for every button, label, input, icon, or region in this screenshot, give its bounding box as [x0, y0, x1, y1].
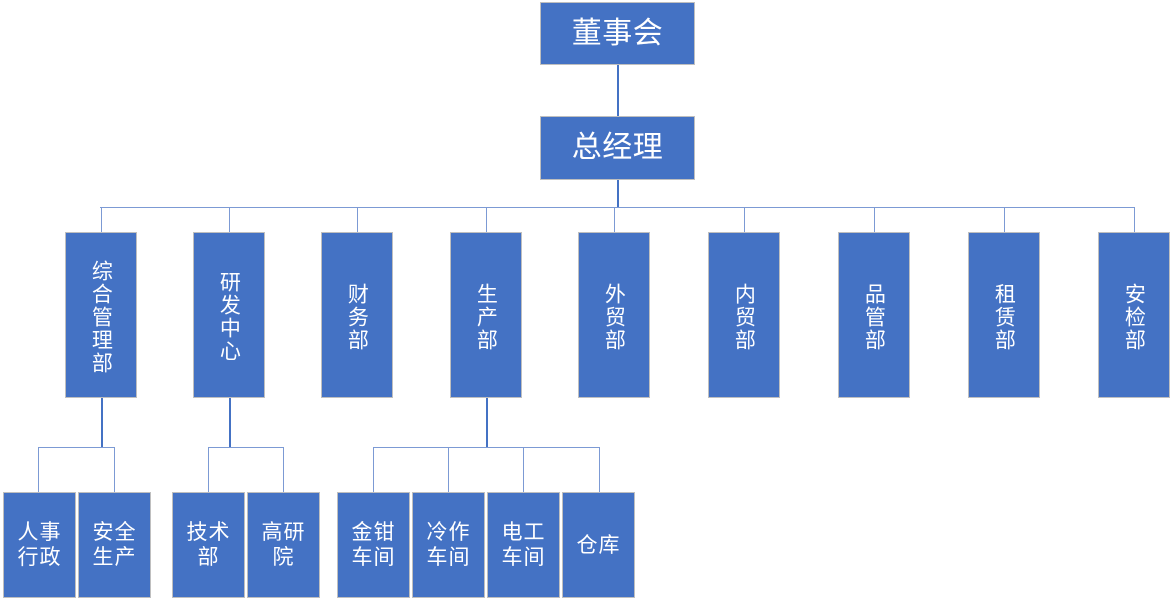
node-electrical-shop[interactable]: 电工车间	[487, 492, 560, 598]
connector-general-admin-stem	[101, 398, 103, 447]
node-foreign-trade[interactable]: 外贸部	[578, 232, 650, 398]
connector-department-bus	[100, 207, 1134, 208]
node-hr-admin[interactable]: 人事行政	[3, 492, 76, 598]
node-cold-work-shop[interactable]: 冷作车间	[412, 492, 485, 598]
connector-rnd-center-stem	[229, 398, 231, 447]
node-label: 高研院	[261, 520, 306, 569]
node-label: 内贸部	[732, 282, 757, 352]
node-label: 综合管理部	[89, 259, 114, 375]
node-label: 生产部	[474, 282, 499, 352]
node-research-academy[interactable]: 高研院	[247, 492, 320, 598]
connector-general-admin-bus	[38, 447, 115, 448]
node-label: 财务部	[345, 282, 370, 352]
node-label: 总经理	[571, 130, 664, 166]
connector-drop-safety-inspect	[1134, 207, 1135, 232]
connector-drop-research-academy	[283, 447, 284, 492]
node-finance[interactable]: 财务部	[321, 232, 393, 398]
connector-drop-cold-work-shop	[448, 447, 449, 492]
connector-drop-finance	[357, 207, 358, 232]
node-general-manager[interactable]: 总经理	[540, 116, 695, 180]
node-label: 研发中心	[217, 271, 242, 363]
node-fitting-shop[interactable]: 金钳车间	[337, 492, 410, 598]
node-safety-inspect[interactable]: 安检部	[1098, 232, 1170, 398]
connector-production-stem	[486, 398, 488, 447]
node-domestic-trade[interactable]: 内贸部	[708, 232, 780, 398]
node-quality-control[interactable]: 品管部	[838, 232, 910, 398]
node-label: 冷作车间	[426, 520, 471, 569]
connector-production-bus	[373, 447, 600, 448]
connector-drop-quality-control	[874, 207, 875, 232]
node-label: 安检部	[1122, 282, 1147, 352]
node-general-admin[interactable]: 综合管理部	[65, 232, 137, 398]
connector-drop-hr-admin	[38, 447, 39, 492]
node-safety-production[interactable]: 安全生产	[78, 492, 151, 598]
node-label: 电工车间	[501, 520, 546, 569]
node-label: 品管部	[862, 282, 887, 352]
connector-gm-to-bus	[617, 180, 619, 208]
node-label: 租赁部	[992, 282, 1017, 352]
node-board-of-directors[interactable]: 董事会	[540, 2, 695, 65]
connector-rnd-center-bus	[208, 447, 284, 448]
connector-drop-fitting-shop	[373, 447, 374, 492]
connector-drop-safety-prod	[114, 447, 115, 492]
node-technology-dept[interactable]: 技术部	[172, 492, 245, 598]
connector-drop-technology-dept	[208, 447, 209, 492]
connector-drop-production	[486, 207, 487, 232]
node-production[interactable]: 生产部	[450, 232, 522, 398]
connector-board-to-gm	[617, 65, 619, 116]
node-label: 人事行政	[17, 520, 62, 569]
connector-drop-rnd-center	[229, 207, 230, 232]
node-label: 金钳车间	[351, 520, 396, 569]
connector-drop-domestic-trade	[744, 207, 745, 232]
connector-drop-general-admin	[101, 207, 102, 232]
node-rnd-center[interactable]: 研发中心	[193, 232, 265, 398]
node-label: 安全生产	[92, 520, 137, 569]
connector-drop-warehouse	[599, 447, 600, 492]
node-label: 技术部	[186, 520, 231, 569]
node-label: 仓库	[576, 532, 621, 557]
connector-drop-electrical-shop	[523, 447, 524, 492]
node-warehouse[interactable]: 仓库	[562, 492, 635, 598]
node-label: 董事会	[571, 15, 664, 51]
connector-drop-foreign-trade	[614, 207, 615, 232]
connector-drop-leasing	[1004, 207, 1005, 232]
node-leasing[interactable]: 租赁部	[968, 232, 1040, 398]
node-label: 外贸部	[602, 282, 627, 352]
